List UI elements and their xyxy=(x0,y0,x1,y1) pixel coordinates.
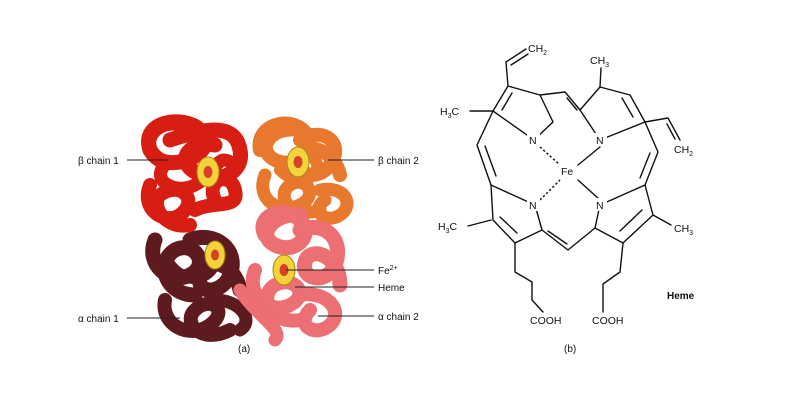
methyl-left-bottom-label: H3C xyxy=(438,221,458,235)
beta-chain-1-ribbon xyxy=(148,122,241,226)
heme-structure-title: Heme xyxy=(667,291,695,302)
hemoglobin-model: β chain 1 β chain 2 α chain 1 α chain 2 … xyxy=(78,122,419,355)
propionate-chain-right xyxy=(603,243,623,312)
nitrogen-bottom-left: N xyxy=(529,200,537,212)
heme-label: Heme xyxy=(378,283,405,294)
heme-group-beta-1 xyxy=(197,157,219,187)
methine-bridge-right xyxy=(645,122,658,185)
methyl-top-right-label: CH3 xyxy=(590,55,609,69)
methine-bridge-bottom xyxy=(542,228,595,250)
vinyl-double-right xyxy=(667,124,675,139)
pyrrole-ring-bottom-left xyxy=(491,185,542,243)
methyl-bond-right-bottom xyxy=(653,215,671,225)
vinyl-group-right xyxy=(645,118,680,140)
methyl-bond-left-bottom xyxy=(468,220,491,226)
beta-chain-2-label: β chain 2 xyxy=(378,156,419,167)
alpha-chain-2-label: α chain 2 xyxy=(378,312,419,323)
propionate-chain-left xyxy=(515,243,543,312)
vinyl-group-top-left xyxy=(506,49,526,86)
heme-group-beta-2 xyxy=(287,147,309,177)
methyl-right-bottom-label: CH3 xyxy=(674,223,693,237)
nitrogen-top-right: N xyxy=(596,135,604,147)
methyl-left-top-label: H3C xyxy=(440,106,460,120)
fe-n-coordination-bottom-left xyxy=(540,180,560,200)
pyrrole-ring-top-right xyxy=(580,87,645,140)
methyl-bond-top-right xyxy=(600,68,601,87)
heme-group-alpha-1 xyxy=(205,241,225,269)
fe-n-bond-bottom-right xyxy=(578,180,600,200)
alpha-chain-1-ribbon xyxy=(153,237,246,335)
fe-n-coordination-top-left xyxy=(540,147,560,165)
iron-center: Fe xyxy=(561,166,573,178)
nitrogen-bottom-right: N xyxy=(596,200,604,212)
vinyl-right-label: CH2 xyxy=(674,144,693,158)
vinyl-double-top-left xyxy=(511,54,528,65)
alpha-chain-1-label: α chain 1 xyxy=(78,314,119,325)
carboxyl-left-label: COOH xyxy=(530,315,562,327)
panel-a-caption: (a) xyxy=(238,344,250,355)
panel-b-caption: (b) xyxy=(564,344,576,355)
carboxyl-right-label: COOH xyxy=(592,315,624,327)
pyrrole-ring-bottom-right xyxy=(595,185,653,243)
iron-ion-label: Fe2+ xyxy=(378,265,398,277)
beta-chain-1-label: β chain 1 xyxy=(78,156,119,167)
nitrogen-top-left: N xyxy=(529,135,537,147)
vinyl-top-left-label: CH2 xyxy=(528,43,547,57)
heme-structure: N N N N Fe CH2 CH3 CH2 H3C H3C CH3 COOH … xyxy=(438,43,695,355)
iron-symbol: Fe xyxy=(378,266,390,277)
iron-charge: 2+ xyxy=(390,265,398,272)
fe-n-bond-top-right xyxy=(578,147,600,165)
